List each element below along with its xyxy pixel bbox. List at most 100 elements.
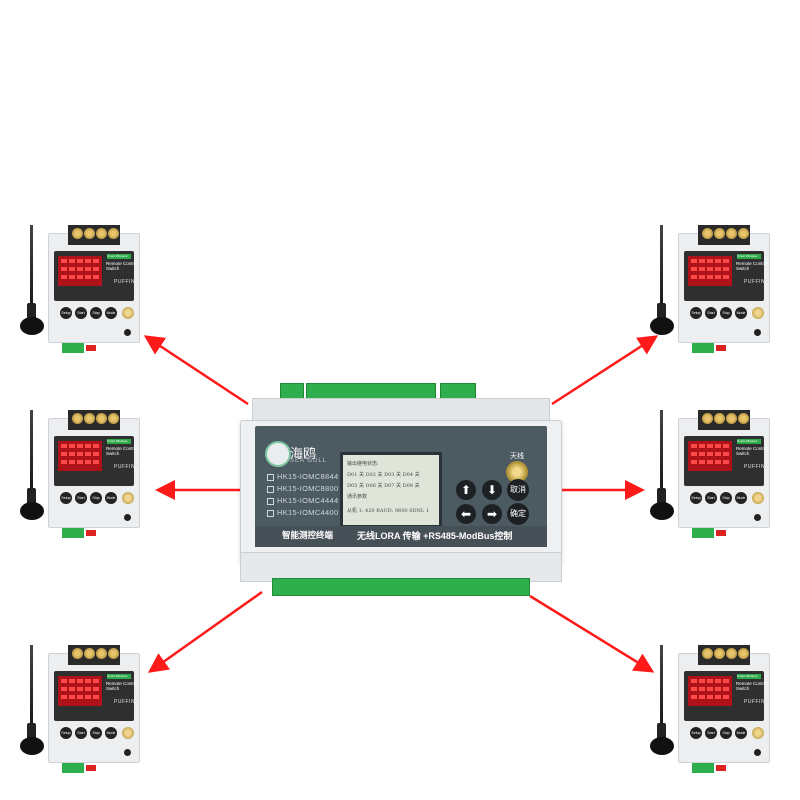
screw-icon xyxy=(96,228,107,239)
device-button-mode[interactable]: Mode xyxy=(735,727,747,739)
antenna-icon xyxy=(30,645,33,740)
screw-icon xyxy=(96,648,107,659)
mount-hole-icon xyxy=(754,749,761,756)
lcd-line: 从机 1: 420 BAUD: 9600 8DNI: 1 xyxy=(347,508,430,514)
device-brand: PUFFINS xyxy=(114,699,139,705)
device-terminal-green xyxy=(692,763,714,773)
device-button-setup[interactable]: Setup xyxy=(690,727,702,739)
device-terminal-green xyxy=(62,343,84,353)
lcd-line: 通讯参数 xyxy=(347,494,368,500)
model-item: HK15-IOMC8800 xyxy=(267,484,338,493)
antenna-coil-icon xyxy=(657,723,666,741)
device-terminal-green xyxy=(692,343,714,353)
led-display xyxy=(58,441,102,471)
antenna-connector-icon xyxy=(122,492,134,504)
device-button-mode[interactable]: Mode xyxy=(735,307,747,319)
device-button-start[interactable]: Start xyxy=(705,727,717,739)
confirm-button[interactable]: 确定 xyxy=(507,503,529,525)
antenna-coil-icon xyxy=(657,488,666,506)
device-button-stop[interactable]: Stop xyxy=(90,492,102,504)
screw-icon xyxy=(84,648,95,659)
antenna-connector-icon xyxy=(752,307,764,319)
lcd-screen: 输出继电状态: D01 关 D02 关 D03 关 D04 关 D05 关 D0… xyxy=(340,452,442,528)
screw-icon xyxy=(96,413,107,424)
device-label: Remote Control Switch xyxy=(106,681,138,691)
up-button[interactable]: ⬆ xyxy=(456,480,476,500)
device-button-mode[interactable]: Mode xyxy=(105,307,117,319)
led-row xyxy=(691,460,729,464)
device-tag: Smart Wireless xyxy=(107,439,131,444)
antenna-coil-icon xyxy=(27,488,36,506)
device-button-mode[interactable]: Mode xyxy=(105,727,117,739)
device-tag: Smart Wireless xyxy=(737,254,761,259)
antenna-base-icon xyxy=(650,737,674,755)
device-brand: PUFFINS xyxy=(744,279,769,285)
model-item: HK15-IOMC4400 xyxy=(267,508,338,517)
arrow-top-right xyxy=(551,335,659,406)
device-button-start[interactable]: Start xyxy=(705,307,717,319)
device-button-mode[interactable]: Mode xyxy=(105,492,117,504)
left-button[interactable]: ⬅ xyxy=(456,504,476,524)
controller-bottom-plate xyxy=(240,552,562,582)
led-display xyxy=(58,256,102,286)
device-tag: Smart Wireless xyxy=(737,439,761,444)
screw-icon xyxy=(714,228,725,239)
device-terminal-red xyxy=(716,345,726,351)
device-button-start[interactable]: Start xyxy=(75,307,87,319)
device-button-mode[interactable]: Mode xyxy=(735,492,747,504)
screw-icon xyxy=(72,228,83,239)
device-button-setup[interactable]: Setup xyxy=(690,307,702,319)
arrow-bottom-right xyxy=(529,594,655,673)
device-button-start[interactable]: Start xyxy=(75,492,87,504)
device-button-setup[interactable]: Setup xyxy=(690,492,702,504)
device-label: Remote Control Switch xyxy=(106,446,138,456)
device-tag: Smart Wireless xyxy=(737,674,761,679)
device-button-stop[interactable]: Stop xyxy=(90,307,102,319)
device-brand: PUFFINS xyxy=(114,464,139,470)
device-button-setup[interactable]: Setup xyxy=(60,727,72,739)
antenna-connector-icon xyxy=(752,492,764,504)
screw-icon xyxy=(72,413,83,424)
led-row xyxy=(691,259,729,263)
arrow-top-left xyxy=(143,335,249,406)
device-button-setup[interactable]: Setup xyxy=(60,492,72,504)
screw-icon xyxy=(702,648,713,659)
antenna-icon xyxy=(660,645,663,740)
device-button-setup[interactable]: Setup xyxy=(60,307,72,319)
mount-hole-icon xyxy=(754,514,761,521)
antenna-connector-icon xyxy=(122,307,134,319)
checkbox-icon xyxy=(267,485,274,493)
led-display xyxy=(688,256,732,286)
model-item: HK15-IOMC8844 xyxy=(267,472,338,481)
antenna-coil-icon xyxy=(27,303,36,321)
device-button-stop[interactable]: Stop xyxy=(720,492,732,504)
device-button-start[interactable]: Start xyxy=(75,727,87,739)
device-button-stop[interactable]: Stop xyxy=(720,727,732,739)
mount-hole-icon xyxy=(124,329,131,336)
brand-subtitle: SEA GULL xyxy=(290,458,328,464)
strip-subtitle: 无线LORA 传输 +RS485-ModBus控制 xyxy=(357,531,513,541)
antenna-base-icon xyxy=(20,502,44,520)
device-label: Remote Control Switch xyxy=(736,446,768,456)
screw-icon xyxy=(714,648,725,659)
device-button-stop[interactable]: Stop xyxy=(720,307,732,319)
down-button[interactable]: ⬇ xyxy=(482,480,502,500)
right-button[interactable]: ➡ xyxy=(482,504,502,524)
device-button-stop[interactable]: Stop xyxy=(90,727,102,739)
led-row xyxy=(61,679,99,683)
checkbox-icon xyxy=(267,497,274,505)
led-row xyxy=(61,460,99,464)
device-terminal-red xyxy=(86,345,96,351)
antenna-base-icon xyxy=(20,317,44,335)
mount-hole-icon xyxy=(124,514,131,521)
device-terminal-green xyxy=(62,528,84,538)
bottom-terminal-block xyxy=(272,578,530,596)
device-label: Remote Control Switch xyxy=(106,261,138,271)
cancel-button[interactable]: 取消 xyxy=(507,479,529,501)
device-button-start[interactable]: Start xyxy=(705,492,717,504)
